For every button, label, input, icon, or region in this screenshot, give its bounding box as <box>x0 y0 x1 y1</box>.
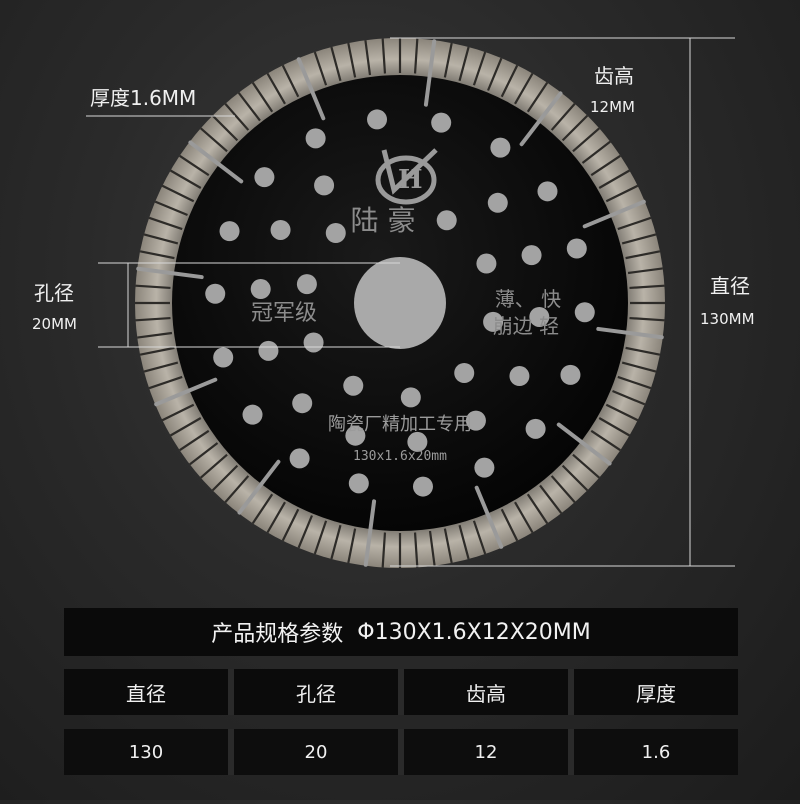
blade-brand-text: 陆 豪 <box>351 204 416 237</box>
blade-size-text: 130x1.6x20mm <box>353 449 447 464</box>
value-thickness: 1.6 <box>574 729 738 775</box>
thickness-annotation: 厚度1.6MM <box>90 86 197 110</box>
spec-title: 产品规格参数 <box>211 622 344 647</box>
blade-feature-line2: 崩边 轻 <box>493 314 559 338</box>
header-bore: 孔径 <box>234 669 404 715</box>
header-thickness: 厚度 <box>574 669 738 715</box>
header-diameter: 直径 <box>64 669 234 715</box>
svg-text:H: H <box>398 165 423 195</box>
value-bore: 20 <box>234 729 404 775</box>
arbor-hole <box>354 257 446 349</box>
header-tooth-height: 齿高 <box>404 669 574 715</box>
brand-logo: H <box>375 148 438 205</box>
tooth-height-value: 12MM <box>590 98 635 116</box>
diameter-value: 130MM <box>700 310 755 328</box>
blade-grade-text: 冠军级 <box>251 301 317 326</box>
spec-formula: Φ130X1.6X12X20MM <box>357 619 591 645</box>
tooth-height-label: 齿高 <box>594 64 634 88</box>
blade-feature-line1: 薄、 快 <box>495 287 561 311</box>
bore-label: 孔径 <box>34 281 74 305</box>
spec-header-row: 直径 孔径 齿高 厚度 <box>64 669 738 715</box>
spec-title-bar: 产品规格参数 Φ130X1.6X12X20MM <box>64 608 738 656</box>
blade-usage-text: 陶瓷厂精加工专用 <box>328 414 472 435</box>
value-diameter: 130 <box>64 729 234 775</box>
expansion-slots <box>136 39 664 567</box>
bore-value: 20MM <box>32 315 77 333</box>
spec-value-row: 130 20 12 1.6 <box>64 729 738 775</box>
measurement-lines <box>86 37 735 567</box>
value-tooth-height: 12 <box>404 729 574 775</box>
diameter-label: 直径 <box>710 274 750 298</box>
